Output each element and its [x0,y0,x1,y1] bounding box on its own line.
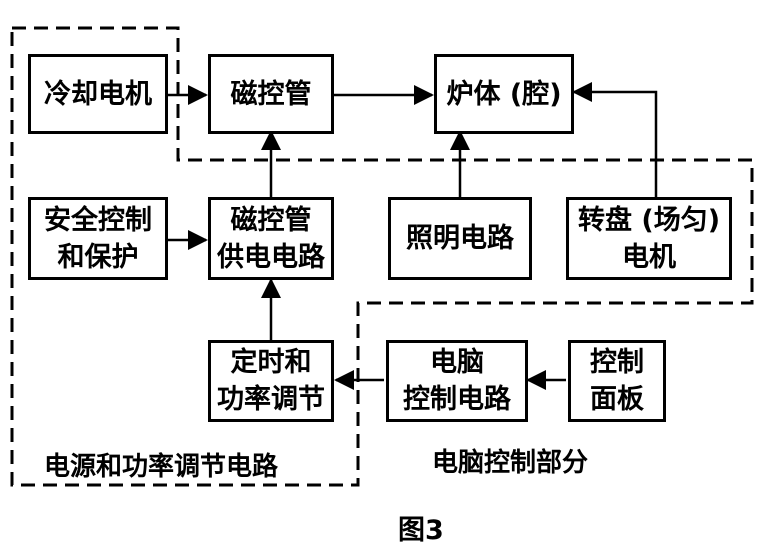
timer-power-block: 定时和 功率调节 [208,340,334,422]
turntable-line2: 电机 [622,241,676,273]
safety-label-line1: 安全控制 [44,204,152,236]
power-region-outline [10,26,754,487]
safety-label-line2: 和保护 [57,241,139,273]
computer-region-label: 电脑控制部分 [432,448,589,478]
control-panel-line2: 面板 [590,384,644,415]
timer-power-line1: 定时和 [230,347,312,378]
magnetron-label: 磁控管 [230,78,312,110]
computer-control-line1: 电脑 [430,347,484,378]
turntable-motor-block: 转盘 (场匀) 电机 [566,197,732,280]
magnetron-block: 磁控管 [208,54,334,134]
control-panel-block: 控制 面板 [568,340,666,422]
lighting-label: 照明电路 [406,223,514,254]
figure-label: 图3 [398,515,444,546]
lighting-block: 照明电路 [388,197,532,280]
control-panel-line1: 控制 [590,347,644,378]
computer-control-line2: 控制电路 [403,384,511,415]
power-region-label: 电源和功率调节电路 [44,452,279,482]
cooling-motor-block: 冷却电机 [28,54,168,134]
timer-power-line2: 功率调节 [217,384,325,415]
magnetron-supply-line1: 磁控管 [230,204,312,236]
safety-block: 安全控制 和保护 [28,197,168,280]
oven-cavity-label: 炉体 (腔) [446,78,562,110]
magnetron-supply-line2: 供电电路 [217,241,325,273]
arrow-turntable-to-cavity [572,82,658,197]
turntable-line1: 转盘 (场匀) [577,204,721,236]
oven-cavity-block: 炉体 (腔) [434,54,574,134]
computer-control-block: 电脑 控制电路 [386,340,528,422]
cooling-motor-label: 冷却电机 [44,78,152,110]
magnetron-supply-block: 磁控管 供电电路 [208,197,334,280]
